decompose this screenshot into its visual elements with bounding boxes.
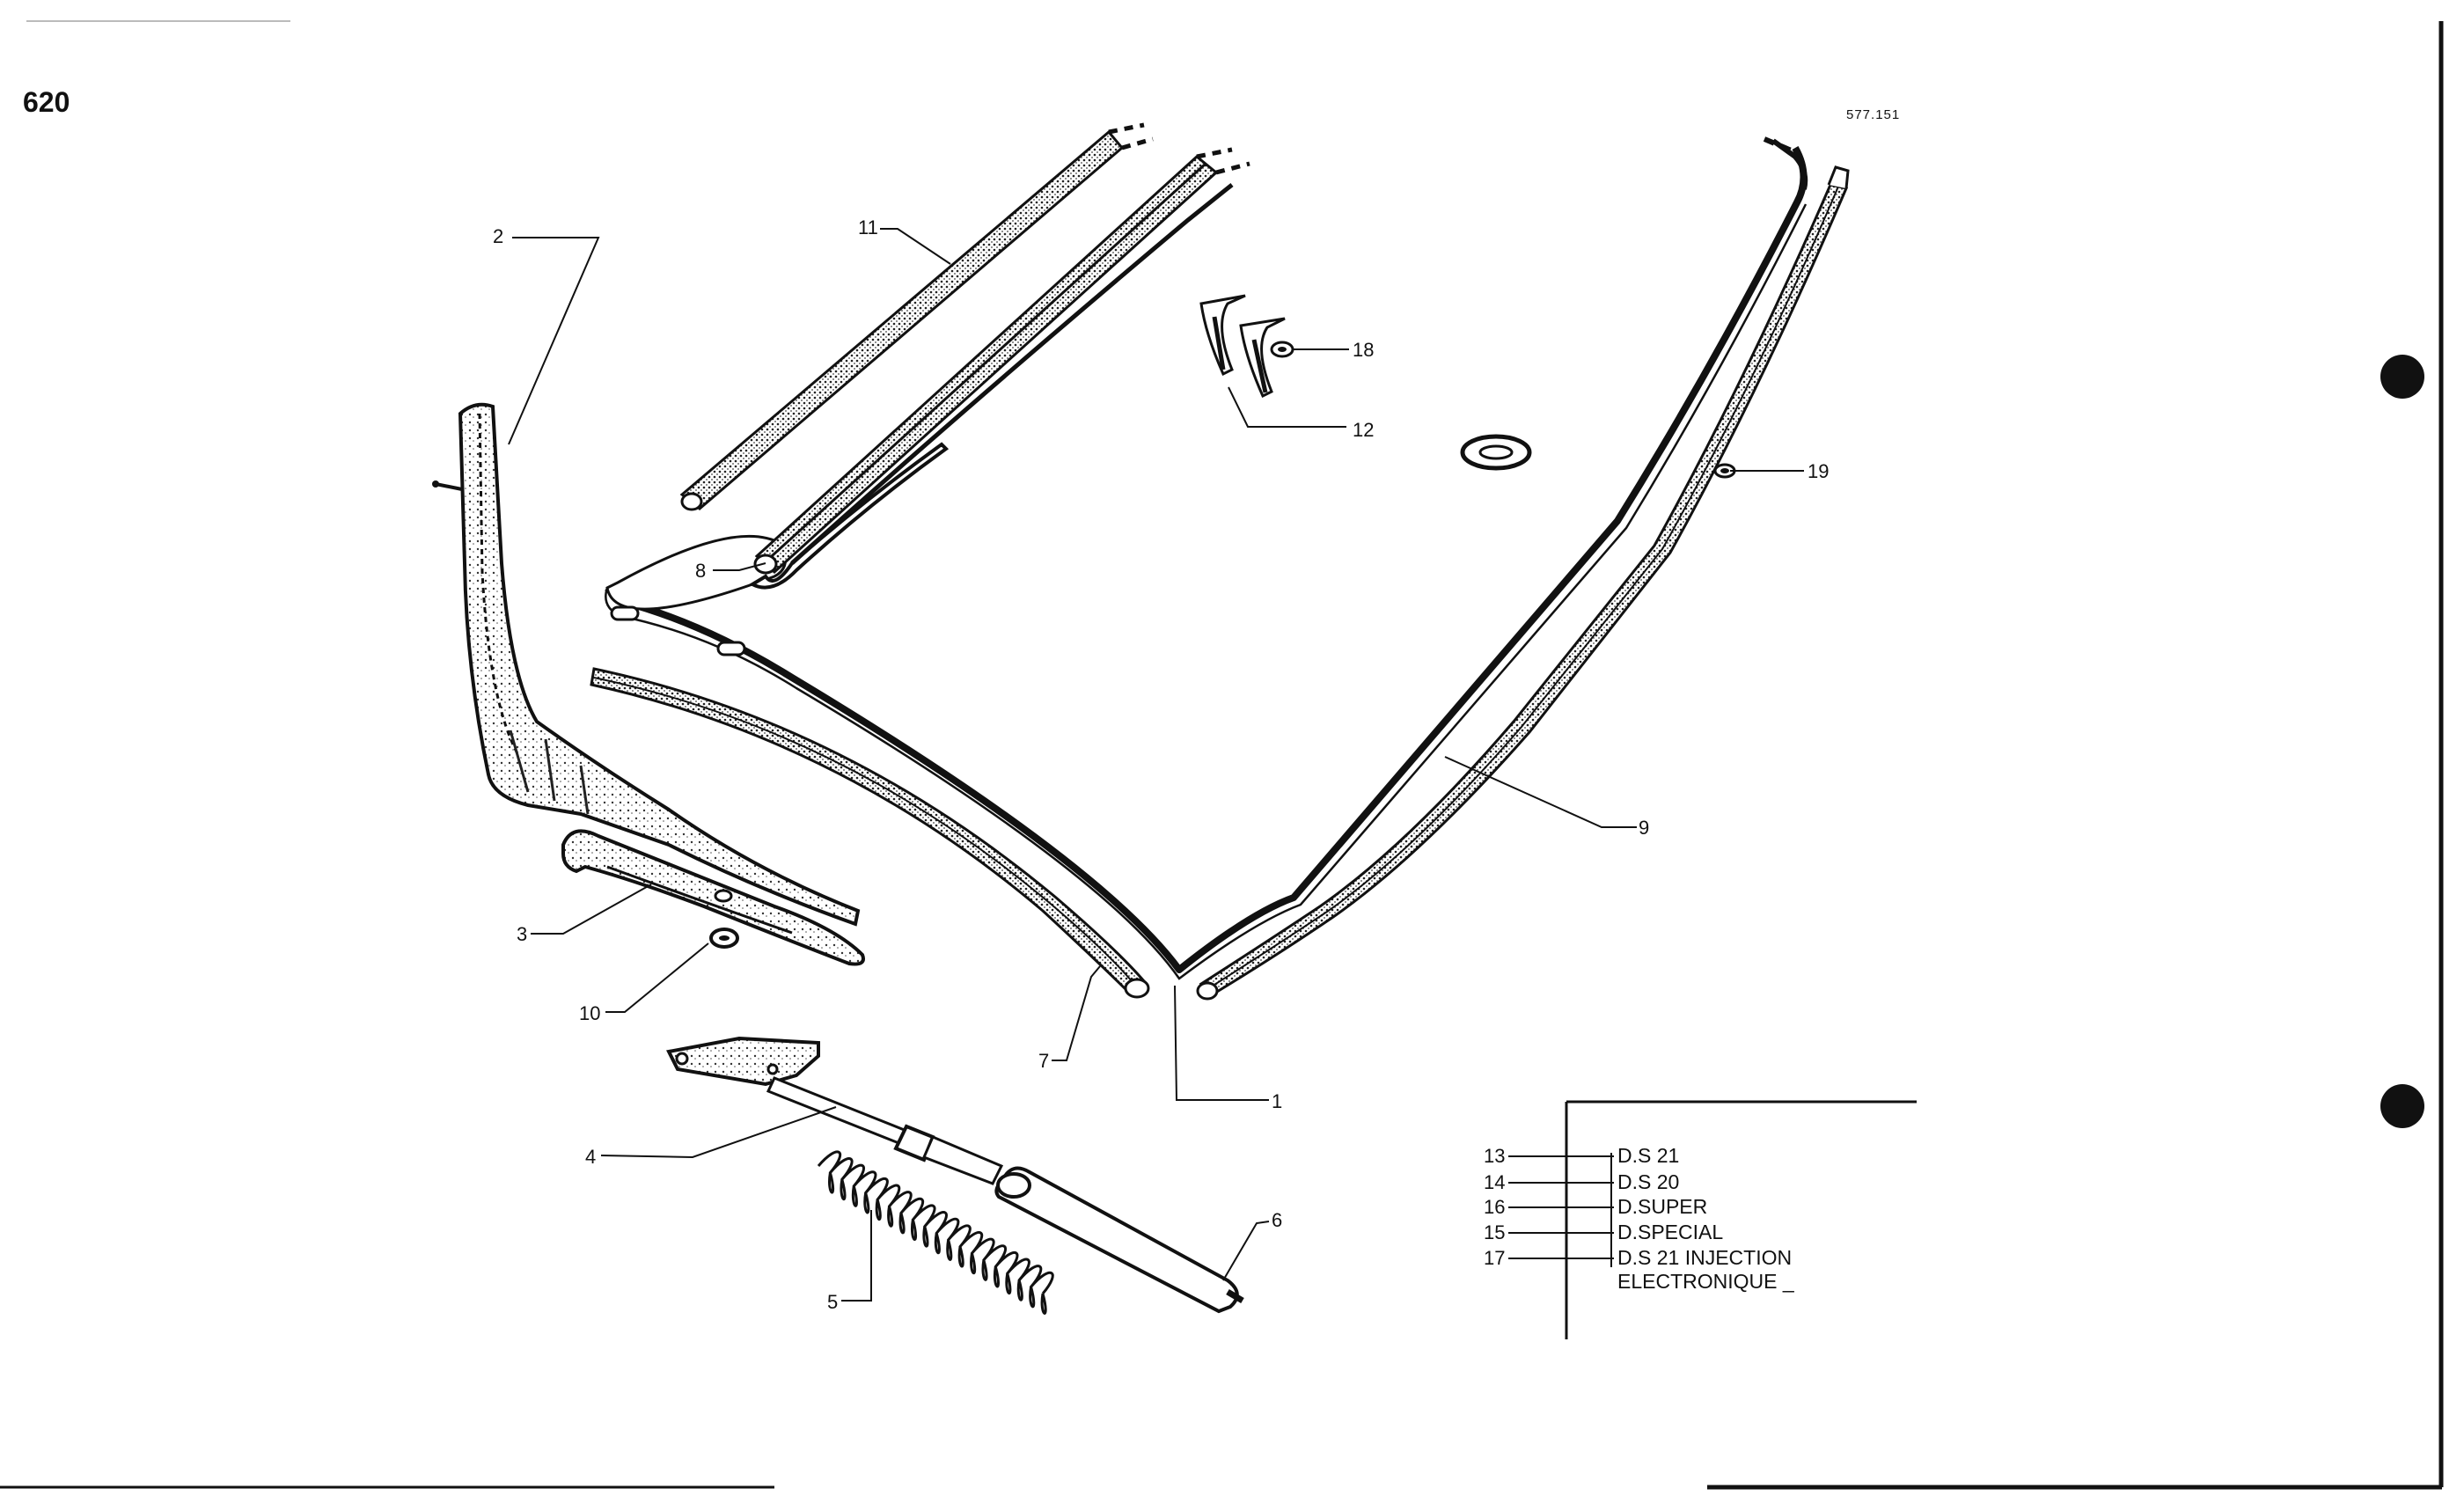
- callout-5: 5: [827, 1291, 838, 1313]
- legend-row-number: 14: [1484, 1171, 1505, 1193]
- seal-11: [679, 122, 1154, 511]
- seal-9: [1196, 165, 1850, 1001]
- callout-6: 6: [1272, 1209, 1282, 1231]
- callout-10: 10: [579, 1002, 600, 1024]
- legend-row-number: 16: [1484, 1196, 1505, 1218]
- callout-19: 19: [1808, 460, 1829, 482]
- page-number: 620: [23, 86, 70, 118]
- legend-row-label: D.S 20: [1617, 1170, 1679, 1193]
- model-legend: 13 D.S 21 14 D.S 20 16 D.SUPER 15 D.SPECIAL 17 D.…: [1484, 1100, 1917, 1339]
- legend-row-label: D.S 21 INJECTION: [1617, 1246, 1792, 1269]
- legend-row-number: 13: [1484, 1145, 1505, 1167]
- legend-row-label: D.SPECIAL: [1617, 1221, 1723, 1243]
- callout-numbers: 2 11 12 18 19 8 9 3 10 7 1 4 5 6: [493, 216, 1829, 1313]
- callout-11: 11: [858, 216, 878, 238]
- legend-row-number: 15: [1484, 1221, 1505, 1243]
- bracket-3: [561, 829, 865, 966]
- callout-4: 4: [585, 1146, 596, 1168]
- callout-3: 3: [517, 923, 527, 945]
- callout-12: 12: [1353, 419, 1374, 441]
- strut-4: [666, 1036, 1004, 1185]
- washer-10: [709, 928, 739, 949]
- callout-7: 7: [1038, 1050, 1049, 1072]
- pillar-2: [432, 402, 861, 927]
- legend-row-number: 17: [1484, 1247, 1505, 1269]
- legend-row-label: D.S 21: [1617, 1144, 1679, 1167]
- clips-12: [1199, 294, 1286, 399]
- page-frame: [0, 20, 2444, 1490]
- legend-row-label: D.SUPER: [1617, 1195, 1707, 1218]
- windscreen-glass: [605, 136, 1808, 980]
- callout-9: 9: [1639, 817, 1649, 839]
- binder-hole-top: [2380, 355, 2424, 399]
- drawing-reference-code: 577.151: [1846, 107, 1901, 122]
- seal-7: [590, 667, 1150, 999]
- callout-1: 1: [1272, 1090, 1282, 1112]
- seal-8: [753, 147, 1250, 575]
- callout-2: 2: [493, 225, 503, 247]
- binder-hole-bottom: [2380, 1084, 2424, 1128]
- grommet-18: [1270, 341, 1294, 358]
- tube-6: [994, 1166, 1244, 1314]
- callout-8: 8: [695, 560, 706, 582]
- callout-18: 18: [1353, 339, 1374, 361]
- leader-lines: [508, 228, 1804, 1302]
- spring-5: [817, 1150, 1054, 1315]
- legend-continuation: ELECTRONIQUE _: [1617, 1270, 1795, 1293]
